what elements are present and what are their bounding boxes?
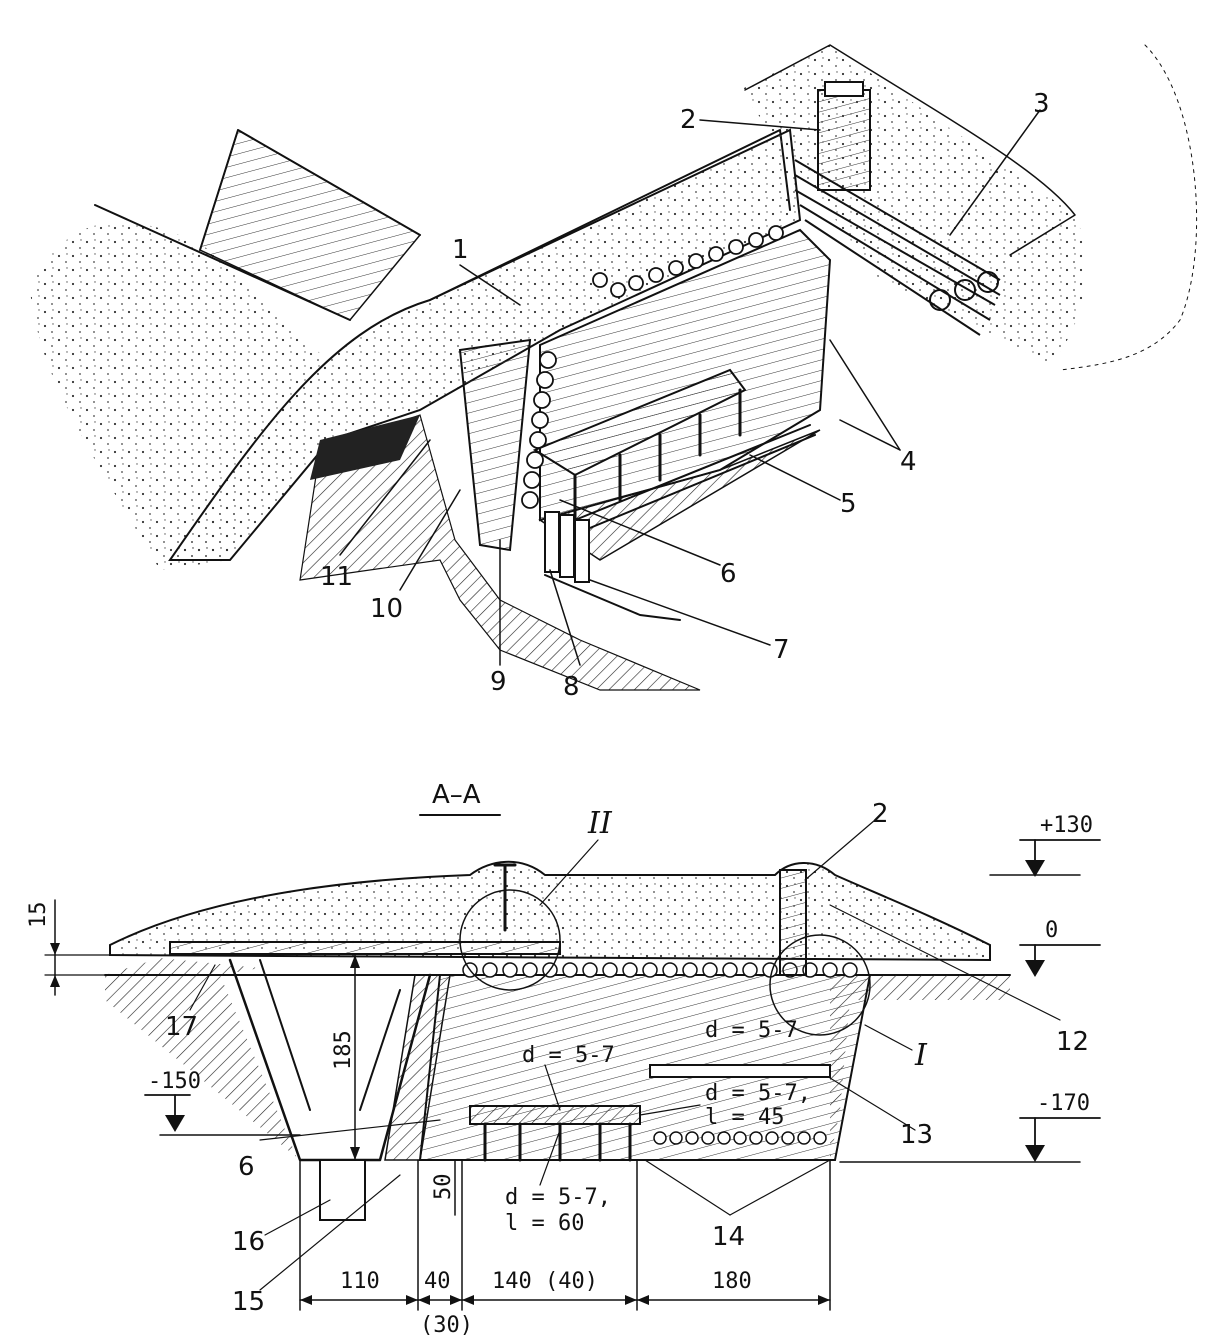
section-callout-14: 14: [712, 1222, 745, 1252]
axonometric-view: 1 2 3 4 5 6 7 8 9 10 11: [30, 44, 1198, 702]
note-d2: d = 5-7: [705, 1018, 798, 1043]
dimension-chain: [299, 1159, 831, 1311]
detail-circle-ii: [459, 889, 561, 991]
callout-5: 5: [840, 489, 857, 519]
dim-40: 40: [424, 1269, 451, 1294]
callout-3: 3: [1033, 89, 1050, 119]
note-d1: d = 5-7: [522, 1043, 615, 1068]
section-callout-17: 17: [165, 1012, 198, 1042]
chamber-floor-logs: [653, 1131, 827, 1145]
section-callout-15: 15: [232, 1287, 265, 1317]
left-parapet: [199, 128, 422, 321]
dim-110: 110: [340, 1269, 380, 1294]
section-callout-6: 6: [238, 1152, 255, 1182]
section-vent-pipe: [779, 869, 807, 976]
note-d4-a: d = 5-7,: [505, 1185, 611, 1210]
dim-180: 180: [712, 1269, 752, 1294]
door-step: [310, 415, 420, 480]
callout-9: 9: [490, 667, 507, 697]
stove-logs: [544, 511, 590, 583]
callout-4: 4: [900, 447, 917, 477]
entrance-logs: [794, 159, 1001, 336]
callout-11: 11: [320, 562, 353, 592]
section-title: А–А: [432, 780, 481, 810]
callout-6: 6: [720, 559, 737, 589]
level-zero: 0: [1045, 918, 1058, 943]
level-minus150: -150: [148, 1069, 201, 1094]
detail-label-i: I: [914, 1038, 928, 1073]
section-callout-16: 16: [232, 1227, 265, 1257]
detail-label-ii: II: [587, 806, 613, 841]
callout-10: 10: [370, 594, 403, 624]
section-callout-2: 2: [872, 799, 889, 829]
entrance-roof-slab: [169, 941, 561, 955]
callout-7: 7: [773, 635, 790, 665]
detail-circle-i: [769, 934, 871, 1036]
chamber-shelf: [649, 1064, 831, 1078]
dim-140-40: 140 (40): [492, 1269, 598, 1294]
level-minus170: -170: [1037, 1091, 1090, 1116]
vent-pipe: [817, 89, 871, 191]
roof-log-row: [592, 225, 784, 298]
wall-log-stack: [521, 351, 557, 509]
bench-top: [532, 368, 747, 477]
chamber-bench: [469, 1105, 641, 1125]
ground-left: [105, 958, 300, 1165]
callout-2: 2: [680, 105, 697, 135]
level-plus130: +130: [1040, 813, 1093, 838]
callout-1: 1: [452, 235, 469, 265]
callout-8: 8: [563, 672, 580, 702]
entrance-door-slab: [458, 338, 532, 552]
section-callout-12: 12: [1056, 1027, 1089, 1057]
note-d3-b: l = 45: [705, 1105, 784, 1130]
dim-30: (30): [420, 1313, 473, 1338]
note-d3-a: d = 5-7,: [705, 1081, 811, 1106]
section-a-a: А–А: [26, 780, 1101, 1338]
dim-15: 15: [26, 902, 51, 929]
section-callout-13: 13: [900, 1120, 933, 1150]
note-d4-b: l = 60: [505, 1211, 584, 1236]
dim-185: 185: [331, 1030, 356, 1070]
drain-pit: [319, 1159, 366, 1221]
dim-50: 50: [431, 1174, 456, 1201]
